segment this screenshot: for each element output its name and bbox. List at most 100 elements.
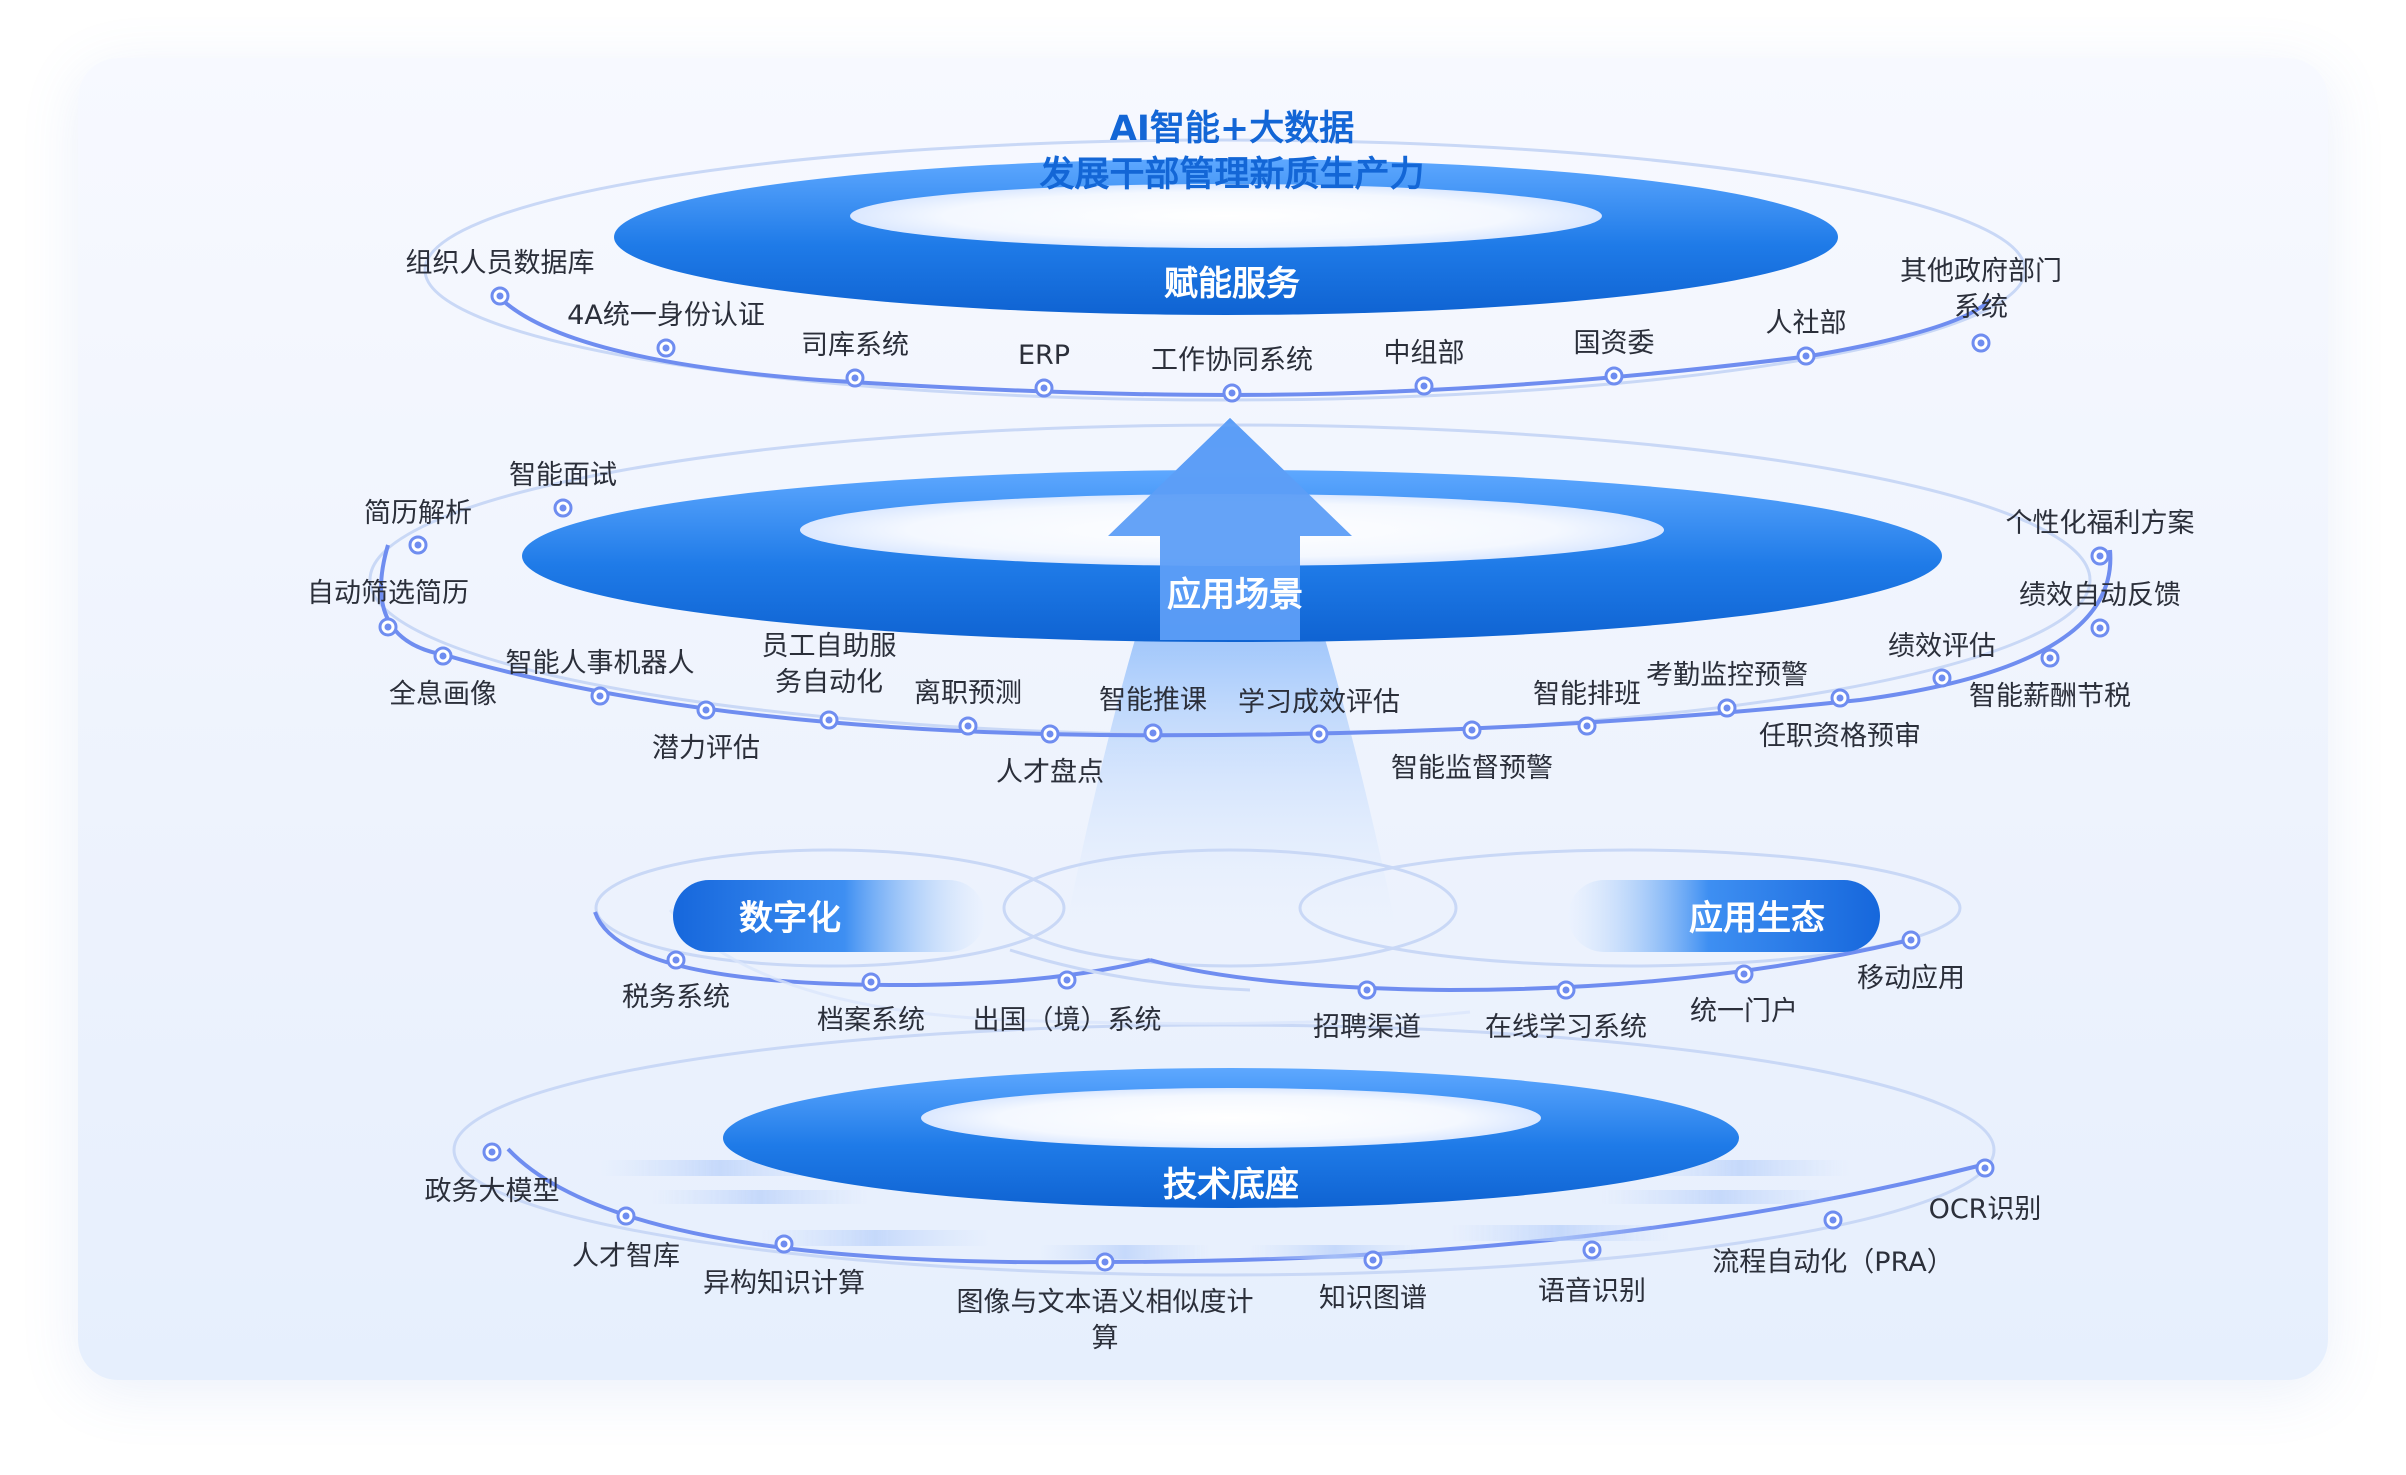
node-dot-center [1724, 705, 1731, 712]
node-label: 工作协同系统 [1151, 345, 1313, 376]
node-label: 移动应用 [1857, 963, 1965, 994]
node-dot-center [1064, 977, 1071, 984]
tech-node-2: 人才智库 [572, 1208, 680, 1272]
node-dot-center [440, 653, 447, 660]
node-label: 人才盘点 [996, 757, 1104, 788]
node-label: 政务大模型 [425, 1176, 560, 1207]
node-label: 考勤监控预警 [1646, 660, 1808, 691]
application-layer-title: 应用场景 [1167, 575, 1303, 615]
node-dot-center [781, 1241, 788, 1248]
node-dot-center [1364, 987, 1371, 994]
node-label: 中组部 [1384, 338, 1465, 369]
node-label: 知识图谱 [1319, 1283, 1427, 1314]
diagram-title: AI智能+大数据 发展干部管理新质生产力 [1039, 109, 1424, 195]
node-label: 4A统一身份认证 [567, 300, 765, 331]
node-dot-center [1741, 971, 1748, 978]
node-dot-center [1939, 675, 1946, 682]
node-dot-center [489, 1149, 496, 1156]
node-label: 司库系统 [801, 330, 909, 361]
application-node-3: 自动筛选简历 [307, 578, 469, 635]
node-label: 人才智库 [572, 1241, 680, 1272]
node-label: 智能人事机器人 [506, 648, 695, 679]
node-label: 简历解析 [364, 498, 472, 529]
node-label: 智能面试 [509, 460, 617, 491]
tech-node-6: 语音识别 [1538, 1242, 1646, 1307]
service-node-2: 4A统一身份认证 [567, 300, 765, 356]
node-label: 图像与文本语义相似度计算 [957, 1287, 1254, 1354]
node-dot-center [2097, 553, 2104, 560]
node-dot-center [826, 717, 833, 724]
node-dot-center [1978, 340, 1985, 347]
node-label: 语音识别 [1538, 1276, 1646, 1307]
ecosystem-layer-title: 应用生态 [1689, 899, 1825, 939]
node-label: 学习成效评估 [1238, 687, 1400, 718]
node-label: 档案系统 [817, 1005, 925, 1036]
node-label: 智能排班 [1533, 679, 1641, 710]
node-label: ERP [1018, 340, 1070, 371]
node-label: 统一门户 [1690, 996, 1798, 1027]
node-dot-center [1830, 1217, 1837, 1224]
service-node-1: 组织人员数据库 [406, 248, 595, 304]
node-dot-center [623, 1213, 630, 1220]
node-label: 在线学习系统 [1485, 1012, 1647, 1043]
node-dot-center [1982, 1165, 1989, 1172]
node-dot-center [1589, 1247, 1596, 1254]
node-label: 异构知识计算 [703, 1268, 865, 1299]
application-node-2: 智能面试 [509, 460, 617, 516]
node-dot-center [1611, 373, 1618, 380]
node-dot-center [1421, 383, 1428, 390]
node-dot-center [1837, 695, 1844, 702]
node-dot-center [1584, 723, 1591, 730]
node-label: 任职资格预审 [1759, 721, 1921, 752]
node-dot-center [1316, 731, 1323, 738]
digital-node-7: 移动应用 [1857, 932, 1965, 994]
node-dot-center [1563, 987, 1570, 994]
node-label: 绩效自动反馈 [2019, 580, 2181, 611]
node-label: 人社部 [1766, 308, 1847, 339]
node-label: 组织人员数据库 [406, 248, 595, 279]
node-label: 流程自动化（PRA） [1712, 1247, 1953, 1278]
node-label: 其他政府部门系统 [1900, 256, 2062, 323]
node-dot-center [385, 624, 392, 631]
application-node-19: 个性化福利方案 [2006, 508, 2195, 564]
node-dot-center [2097, 625, 2104, 632]
node-dot-center [415, 542, 422, 549]
tech-layer: 技术底座 [454, 1025, 1994, 1275]
node-dot-center [1150, 730, 1157, 737]
node-dot-center [2047, 655, 2054, 662]
service-node-3: 司库系统 [801, 330, 909, 386]
node-label: 自动筛选简历 [307, 578, 469, 609]
node-label: 智能推课 [1099, 685, 1207, 716]
title-line-2: 发展干部管理新质生产力 [1039, 155, 1424, 195]
node-label: 个性化福利方案 [2006, 508, 2195, 539]
node-label: 潜力评估 [652, 733, 760, 764]
service-node-9: 其他政府部门系统 [1900, 256, 2062, 351]
service-node-4: ERP [1018, 340, 1070, 396]
node-dot-center [497, 293, 504, 300]
digital-layer-title: 数字化 [739, 899, 841, 939]
node-dot-center [1047, 731, 1054, 738]
node-label: OCR识别 [1929, 1194, 2042, 1225]
node-label: 国资委 [1574, 328, 1655, 359]
node-label: 员工自助服务自动化 [762, 631, 897, 698]
node-dot-center [560, 505, 567, 512]
title-line-1: AI智能+大数据 [1110, 109, 1354, 149]
application-node-18: 绩效自动反馈 [2019, 580, 2181, 636]
digital-node-1: 税务系统 [622, 952, 730, 1013]
service-node-6: 中组部 [1384, 338, 1465, 394]
node-dot-center [1370, 1257, 1377, 1264]
node-label: 离职预测 [914, 678, 1022, 709]
tech-node-5: 知识图谱 [1319, 1252, 1427, 1314]
node-label: 招聘渠道 [1313, 1012, 1421, 1043]
node-label: 全息画像 [389, 679, 497, 710]
service-layer-title: 赋能服务 [1164, 264, 1300, 304]
application-node-1: 简历解析 [364, 498, 472, 553]
node-dot-center [703, 707, 710, 714]
node-label: 税务系统 [622, 982, 730, 1013]
tech-node-1: 政务大模型 [425, 1144, 560, 1207]
node-dot-center [1229, 390, 1236, 397]
node-dot-center [868, 979, 875, 986]
tech-node-7: 流程自动化（PRA） [1712, 1212, 1953, 1278]
